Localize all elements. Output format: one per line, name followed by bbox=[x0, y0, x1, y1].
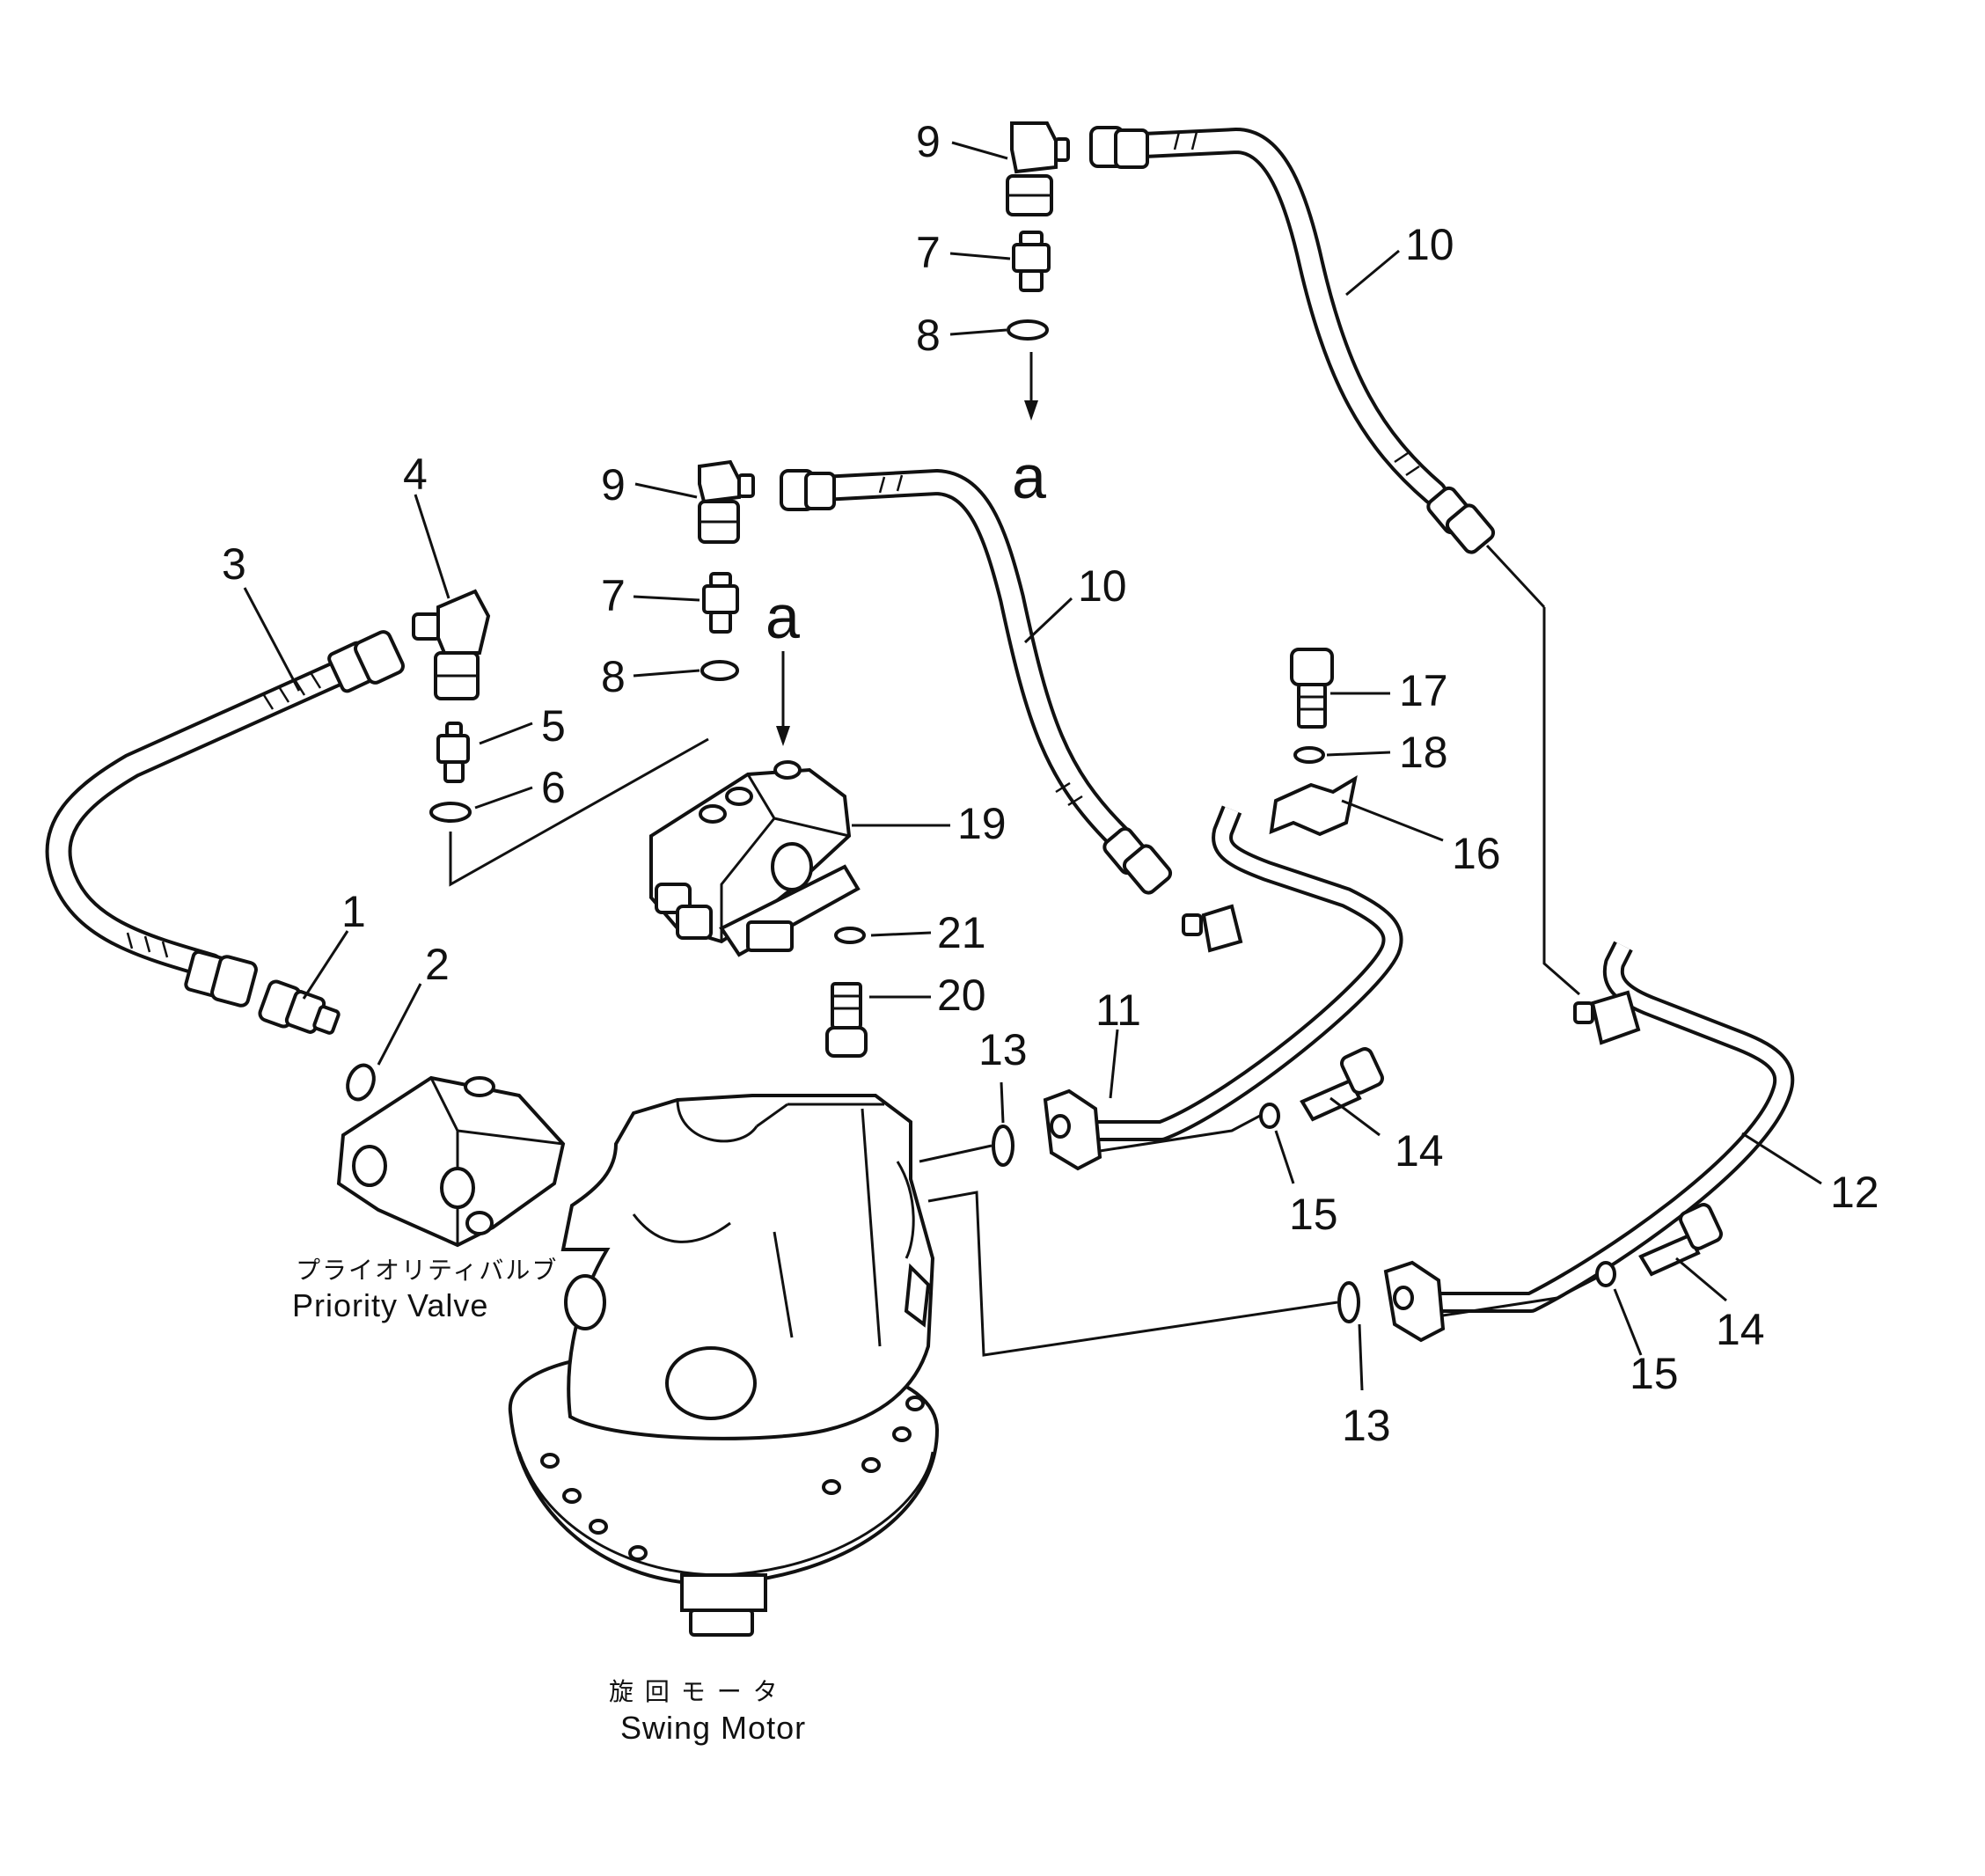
part-11-tube bbox=[1043, 805, 1403, 1171]
callout-11: 11 bbox=[1095, 986, 1141, 1035]
callout-13-lower: 13 bbox=[1342, 1401, 1391, 1450]
callout-5: 5 bbox=[541, 701, 566, 751]
assembly-line-6-19 bbox=[449, 737, 709, 887]
leader-12 bbox=[1741, 1132, 1822, 1185]
leader-4 bbox=[414, 494, 450, 599]
swing-motor-body bbox=[508, 1094, 940, 1637]
assembly-line-10-12 bbox=[1485, 544, 1546, 609]
leader-8-lower bbox=[633, 669, 700, 678]
leader-14-upper bbox=[1329, 1096, 1381, 1137]
part-21-washer bbox=[834, 927, 866, 944]
callout-7-lower: 7 bbox=[601, 571, 626, 620]
leader-15-upper bbox=[1274, 1130, 1295, 1184]
callout-12: 12 bbox=[1830, 1168, 1879, 1217]
part-19-valve-block bbox=[649, 760, 861, 957]
part-8-o-ring-upper bbox=[1007, 319, 1049, 341]
callout-14-upper: 14 bbox=[1395, 1126, 1444, 1176]
leader-5 bbox=[479, 722, 533, 745]
part-8-o-ring-lower bbox=[700, 660, 739, 681]
part-13-o-ring-lower bbox=[1337, 1281, 1360, 1323]
part-18-washer bbox=[1293, 746, 1325, 764]
callout-13-upper: 13 bbox=[978, 1025, 1028, 1074]
leader-11 bbox=[1109, 1029, 1119, 1099]
callout-4: 4 bbox=[403, 450, 428, 499]
part-13-o-ring-upper bbox=[992, 1125, 1014, 1167]
leader-16 bbox=[1341, 799, 1444, 842]
callout-6: 6 bbox=[541, 763, 566, 812]
swing-motor-label-en: Swing Motor bbox=[620, 1710, 806, 1746]
view-a-label-lower: a bbox=[765, 583, 800, 651]
leader-9-lower bbox=[634, 482, 698, 499]
callout-19: 19 bbox=[957, 799, 1007, 848]
leader-3 bbox=[243, 587, 301, 692]
callout-15-upper: 15 bbox=[1289, 1190, 1338, 1239]
leader-13-lower bbox=[1358, 1323, 1364, 1391]
assembly-line-10-12b bbox=[1542, 607, 1580, 996]
part-15-washer-upper bbox=[1259, 1103, 1280, 1129]
part-10-hose-upper bbox=[1089, 126, 1496, 554]
priority-valve-label-jp: プライオリティバルブ bbox=[296, 1256, 558, 1285]
callout-18: 18 bbox=[1399, 728, 1448, 777]
leader-7-upper bbox=[949, 252, 1011, 260]
callout-17: 17 bbox=[1399, 666, 1448, 715]
assembly-line-motor-13-upper bbox=[919, 1144, 992, 1163]
leader-13-upper bbox=[1000, 1081, 1005, 1124]
part-6-o-ring bbox=[429, 802, 472, 823]
part-20-bolt bbox=[825, 982, 868, 1058]
leader-2 bbox=[377, 983, 422, 1066]
leader-10-upper bbox=[1345, 249, 1400, 297]
leader-14-lower bbox=[1675, 1257, 1727, 1302]
part-12-tube bbox=[1383, 941, 1795, 1343]
assembly-line-15-11 bbox=[1099, 1114, 1261, 1153]
part-16-clamp bbox=[1269, 774, 1358, 837]
view-a-arrow-lower bbox=[776, 651, 790, 746]
callout-16: 16 bbox=[1452, 829, 1501, 878]
leader-6 bbox=[474, 786, 533, 810]
part-4-elbow bbox=[412, 589, 491, 700]
callout-2: 2 bbox=[425, 940, 450, 989]
leader-8-upper bbox=[949, 328, 1007, 336]
part-1-connector bbox=[258, 979, 341, 1035]
callout-8-lower: 8 bbox=[601, 652, 626, 701]
callout-1: 1 bbox=[341, 887, 366, 936]
part-3-hose bbox=[45, 630, 405, 1008]
callout-9-lower: 9 bbox=[601, 460, 626, 509]
priority-valve-label-en: Priority Valve bbox=[292, 1287, 488, 1323]
leader-7-lower bbox=[633, 595, 700, 602]
leader-21 bbox=[870, 931, 932, 937]
callout-21: 21 bbox=[937, 908, 986, 957]
callout-7-upper: 7 bbox=[916, 228, 941, 277]
priority-valve-body bbox=[336, 1075, 566, 1248]
callout-10-upper: 10 bbox=[1405, 220, 1454, 269]
part-7-nipple-lower bbox=[702, 572, 739, 634]
swing-motor-label-jp: 旋 回 モ ー タ bbox=[609, 1677, 780, 1706]
callout-9-upper: 9 bbox=[916, 117, 941, 166]
callout-3: 3 bbox=[222, 539, 246, 589]
part-7-nipple-upper bbox=[1012, 231, 1051, 292]
part-17-bolt bbox=[1290, 648, 1334, 729]
leader-15-lower bbox=[1613, 1288, 1643, 1356]
leader-18 bbox=[1326, 751, 1391, 757]
callout-10-lower: 10 bbox=[1078, 561, 1127, 611]
part-14-bolt-lower bbox=[1638, 1203, 1723, 1277]
part-9-elbow-lower bbox=[698, 459, 755, 544]
view-a-label-upper: a bbox=[1012, 443, 1046, 511]
part-2-o-ring bbox=[346, 1063, 376, 1102]
callout-8-upper: 8 bbox=[916, 311, 941, 360]
callout-20: 20 bbox=[937, 971, 986, 1020]
leader-10-lower bbox=[1023, 597, 1073, 644]
callout-14-lower: 14 bbox=[1716, 1305, 1765, 1354]
assembly-line-15-12 bbox=[1442, 1276, 1598, 1317]
assembly-line-motor-13-lower bbox=[927, 1191, 1338, 1357]
part-9-elbow-upper bbox=[1006, 121, 1070, 216]
part-5-nipple bbox=[436, 722, 470, 783]
part-10-hose-lower bbox=[780, 469, 1173, 895]
callout-15-lower: 15 bbox=[1630, 1349, 1679, 1398]
leader-1 bbox=[302, 930, 349, 1000]
leader-9-upper bbox=[951, 141, 1008, 160]
view-a-arrow-upper bbox=[1024, 352, 1038, 421]
part-15-washer-lower bbox=[1595, 1261, 1616, 1287]
